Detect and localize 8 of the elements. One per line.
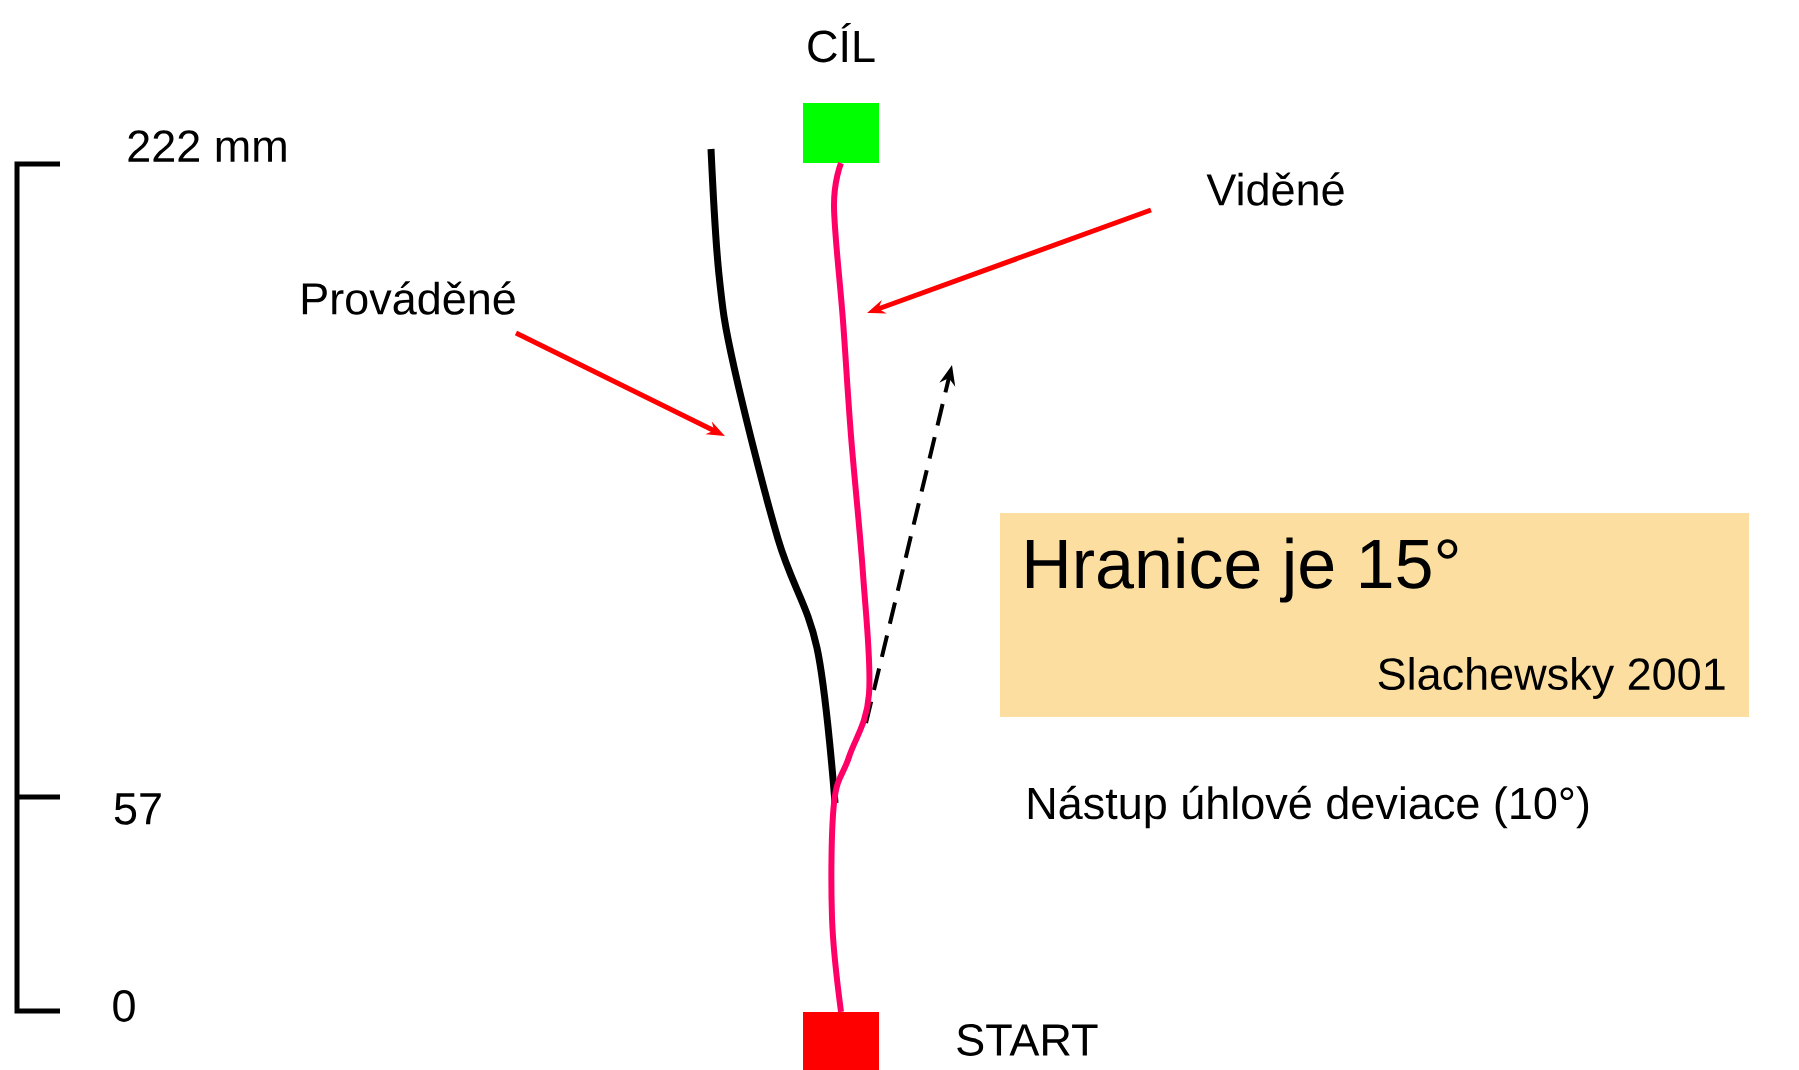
axis-label: 222 mm — [128, 130, 286, 162]
callout-text: Prováděné — [302, 281, 515, 315]
note-box: Hranice je 15° Slachewsky 2001 — [1000, 513, 1749, 717]
axis-label: Nástup úhlové deviace (10°) — [1028, 785, 1589, 829]
seen-path — [828, 162, 873, 1013]
axis-label: 0 — [113, 990, 135, 1022]
callout-text: Viděné — [1206, 172, 1344, 206]
axis-label: 57 — [114, 793, 161, 825]
